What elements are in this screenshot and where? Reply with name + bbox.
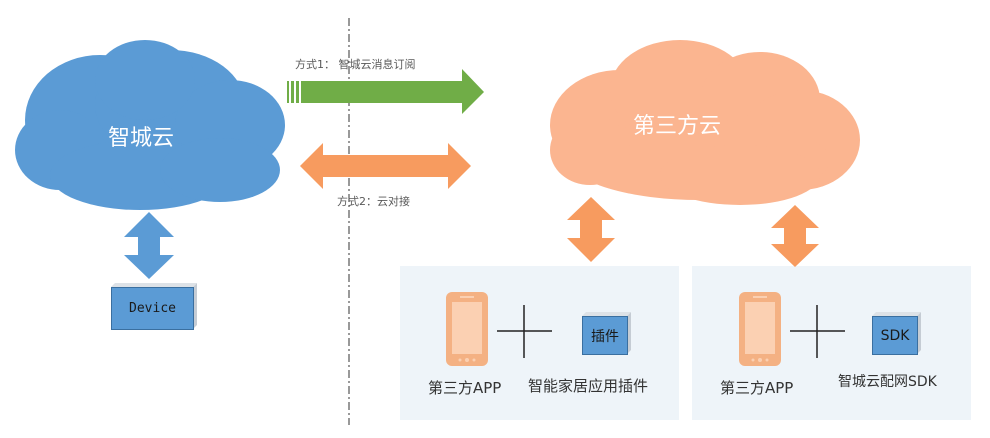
plus-icon-sdk-panel [790, 305, 845, 358]
phone-icon-sdk-panel [739, 292, 781, 366]
cloud-plugin-arrow [567, 197, 615, 262]
sdk-panel [692, 266, 971, 420]
cloud-sdk-arrow [771, 205, 819, 267]
method1-arrow [287, 69, 484, 114]
phone-icon-plugin-panel [446, 292, 488, 366]
smart-city-cloud-shape [15, 40, 285, 210]
plugin-box-depth-top [582, 312, 631, 316]
device-label: Device [129, 301, 176, 316]
plugin-panel-app-label: 第三方APP [428, 379, 502, 397]
sdk-box-label: SDK [880, 327, 910, 344]
sdk-box-depth [917, 312, 921, 354]
plugin-box: 插件 [582, 316, 628, 355]
method2-arrow [300, 143, 471, 189]
plugin-box-depth [627, 312, 631, 354]
device-box-depth [193, 283, 197, 329]
smart-city-cloud-label: 智城云 [108, 126, 175, 151]
third-party-cloud-label: 第三方云 [633, 114, 722, 139]
sdk-panel-app-label: 第三方APP [720, 379, 794, 397]
plus-icon-plugin-panel [497, 305, 552, 358]
method2-caption: 方式2：云对接 [337, 195, 410, 208]
sdk-box: SDK [872, 316, 918, 355]
plugin-box-label: 插件 [591, 328, 619, 345]
device-box: Device [111, 287, 194, 330]
plugin-panel-caption: 智能家居应用插件 [528, 377, 649, 395]
sdk-box-depth-top [872, 312, 921, 316]
cloud-device-arrow [124, 212, 174, 279]
device-box-depth-top [111, 283, 197, 287]
method1-caption: 方式1： 智城云消息订阅 [295, 58, 416, 71]
sdk-panel-caption: 智城云配网SDK [838, 374, 937, 390]
third-party-cloud-shape [550, 40, 860, 205]
